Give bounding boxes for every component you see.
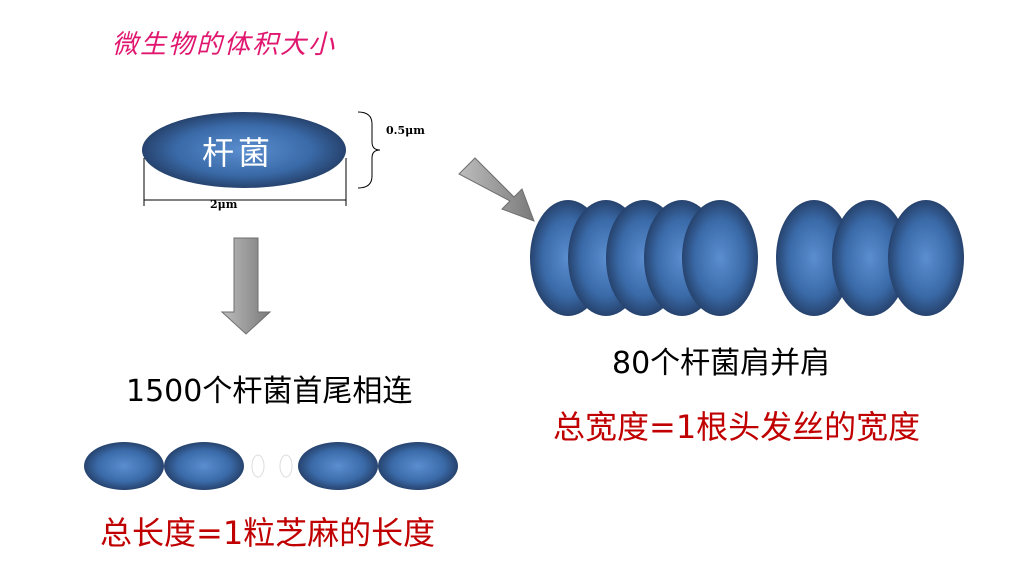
width-dimension — [143, 158, 347, 206]
cell — [298, 442, 378, 490]
height-brace — [357, 111, 381, 189]
bacterium-main — [142, 112, 346, 188]
width-label: 2μm — [210, 198, 238, 211]
page-title: 微生物的体积大小 — [112, 30, 337, 60]
side-by-side-group-right — [776, 200, 964, 316]
gap-outline — [251, 454, 265, 478]
cell — [378, 442, 458, 490]
chain-label: 1500个杆菌首尾相连 — [126, 374, 413, 409]
cell — [164, 442, 244, 490]
cell — [776, 200, 852, 316]
cell — [84, 442, 164, 490]
diagonal-arrow — [458, 157, 535, 222]
side-by-side-group-left — [530, 200, 758, 316]
cell — [832, 200, 908, 316]
gap-outline — [279, 454, 293, 478]
chain-row — [84, 442, 458, 490]
height-label: 0.5μm — [386, 124, 425, 137]
side-by-side-equivalence: 总宽度=1根头发丝的宽度 — [553, 408, 921, 446]
bacterium-name: 杆菌 — [202, 134, 275, 172]
down-arrow — [220, 237, 272, 335]
cell — [682, 200, 758, 316]
side-by-side-label: 80个杆菌肩并肩 — [612, 346, 831, 381]
chain-equivalence: 总长度=1粒芝麻的长度 — [100, 514, 436, 552]
cell — [888, 200, 964, 316]
